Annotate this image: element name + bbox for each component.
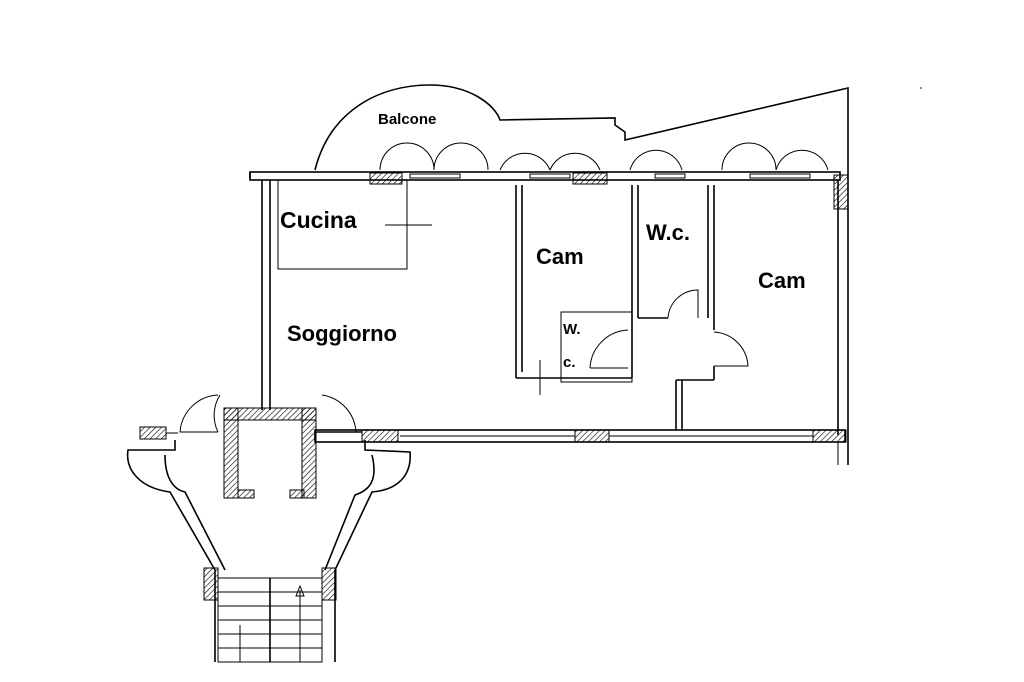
label-wc-1: W.c. — [646, 220, 690, 245]
label-cam-2: Cam — [758, 268, 806, 293]
entrance-stairwell — [126, 394, 411, 663]
interior-walls — [277, 179, 749, 430]
label-balcone: Balcone — [378, 111, 436, 128]
label-wc-2-line2: c. — [563, 354, 576, 371]
label-cucina: Cucina — [280, 207, 357, 233]
outer-walls — [249, 171, 849, 465]
label-soggiorno: Soggiorno — [287, 321, 397, 346]
balcony-outline — [314, 84, 849, 175]
label-cam-1: Cam — [536, 244, 584, 269]
label-wc-2-line1: W. — [563, 321, 581, 338]
